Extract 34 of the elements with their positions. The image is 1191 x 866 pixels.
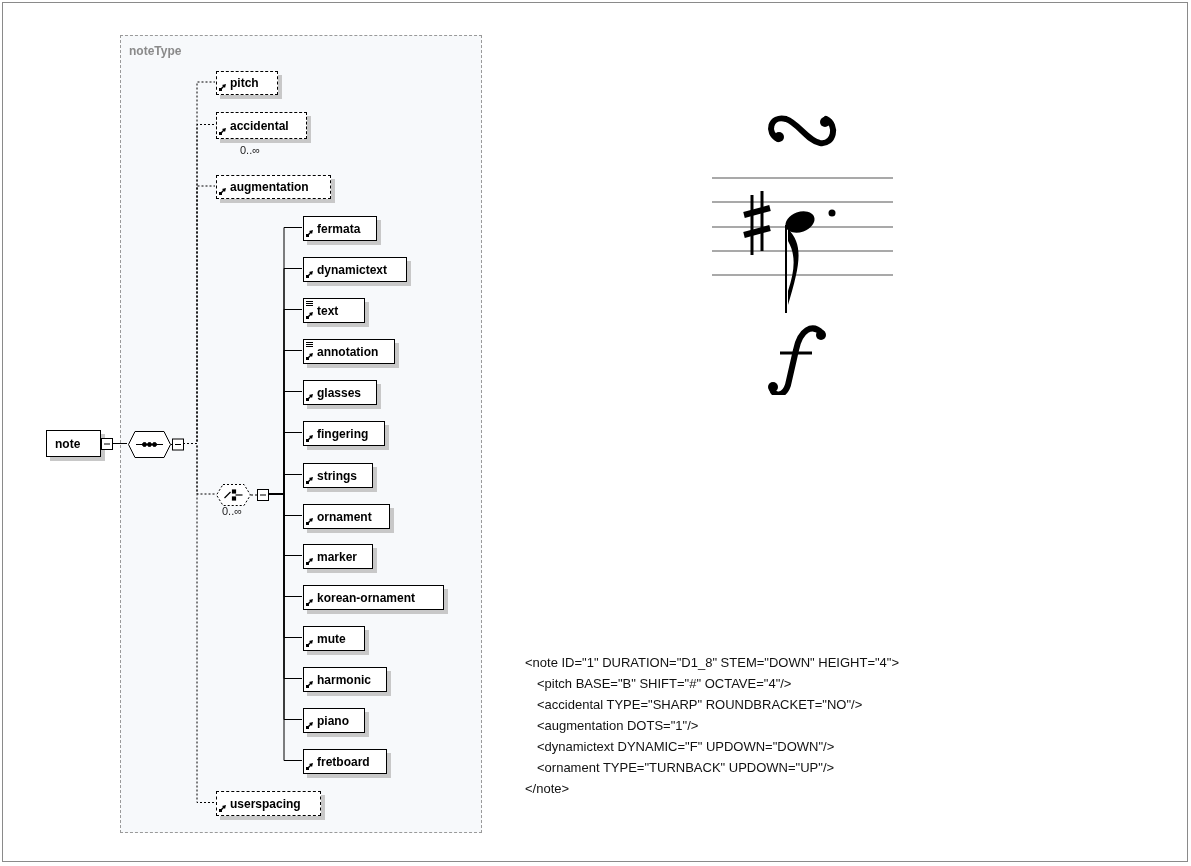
- element-name: dynamictext: [317, 263, 388, 276]
- element-name: accidental: [230, 119, 289, 132]
- element-name: mute: [317, 632, 346, 645]
- element-name: glasses: [317, 386, 362, 399]
- element-name: annotation: [317, 345, 379, 358]
- element-name: korean-ornament: [317, 591, 416, 604]
- connector-line: [267, 493, 303, 761]
- xml-code-line: <pitch BASE="B" SHIFT="#" OCTAVE="4"/>: [536, 676, 793, 692]
- sequence-compositor: [128, 431, 184, 458]
- group-title: noteType: [129, 43, 182, 60]
- element-name: piano: [317, 714, 349, 727]
- element-name: userspacing: [230, 797, 301, 810]
- element-name: harmonic: [317, 673, 371, 686]
- xml-code-line: <accidental TYPE="SHARP" ROUNDBRACKET="NO"/>: [536, 697, 864, 713]
- element-name: fingering: [317, 427, 369, 440]
- occurrence-label: 0..∞: [240, 145, 261, 156]
- element-name: ornament: [317, 510, 372, 523]
- xml-code-line: </note>: [525, 781, 571, 797]
- xml-code-line: <augmentation DOTS="1"/>: [536, 718, 700, 734]
- element-name: pitch: [230, 77, 259, 89]
- type-group-frame: [120, 35, 482, 833]
- element-name: fermata: [317, 222, 361, 235]
- element-name: note: [55, 437, 81, 450]
- connector-line: [112, 443, 128, 444]
- element-name: fretboard: [317, 755, 370, 768]
- element-name: strings: [317, 469, 357, 482]
- element-name: augmentation: [230, 181, 309, 193]
- choice-compositor: [216, 484, 269, 506]
- occurrence-label: 0..∞: [222, 506, 243, 517]
- xml-code-line: <dynamictext DYNAMIC="F" UPDOWN="DOWN"/>: [536, 739, 836, 755]
- xml-code-line: <ornament TYPE="TURNBACK" UPDOWN="UP"/>: [536, 760, 836, 776]
- element-name: marker: [317, 550, 358, 563]
- xml-code-line: <note ID="1" DURATION="D1_8" STEM="DOWN" HEIGHT="4">: [525, 655, 900, 671]
- element-name: text: [317, 304, 339, 317]
